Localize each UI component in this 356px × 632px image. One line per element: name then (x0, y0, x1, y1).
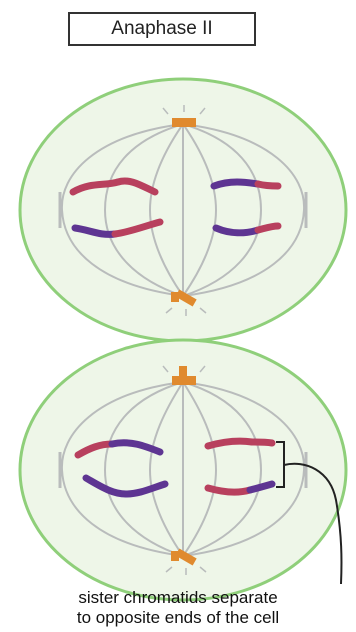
chromatid-icon (214, 182, 258, 186)
chromatid-icon (258, 184, 278, 186)
cell-bottom (20, 340, 346, 600)
cell-top (20, 79, 346, 341)
chromatid-icon (208, 488, 250, 492)
chromatid-icon (258, 226, 278, 230)
caption-line-1: sister chromatids separate (0, 587, 356, 608)
chromatid-icon (252, 442, 272, 443)
caption-line-2: to opposite ends of the cell (0, 607, 356, 628)
